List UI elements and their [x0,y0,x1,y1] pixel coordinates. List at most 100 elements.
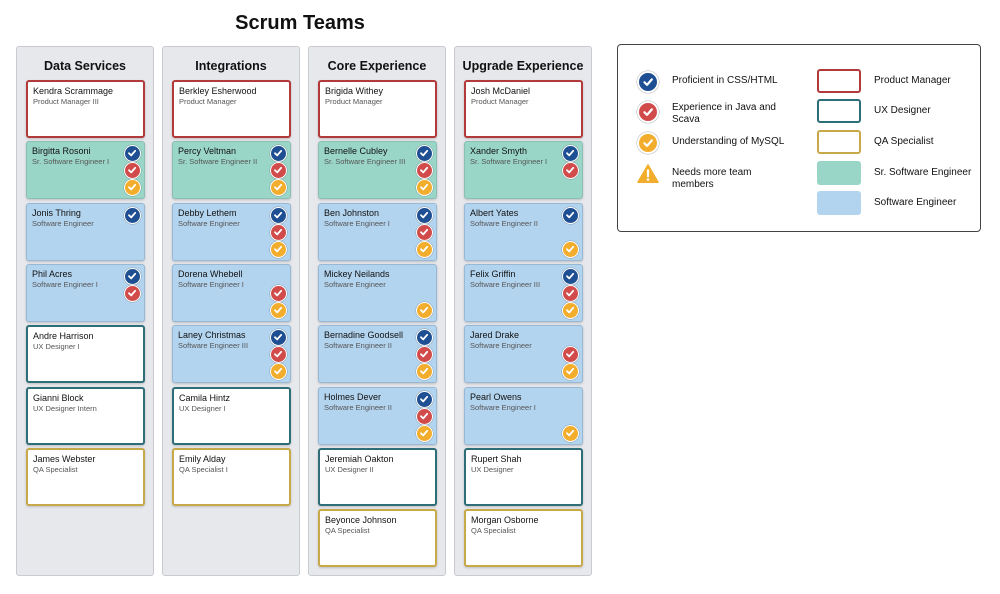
css-check-icon [124,206,141,224]
legend-role-label: UX Designer [874,105,931,116]
skill-badges [270,206,287,259]
mysql-check-icon [270,301,287,319]
skill-badges [416,206,433,259]
team-name: Upgrade Experience [462,59,584,73]
mysql-check-icon [416,301,433,319]
java-check-icon [270,346,287,364]
member-title: QA Specialist [471,526,516,536]
skill-badges [124,206,141,259]
member-name: Camila Hintz [179,392,231,403]
skill-badges [270,268,287,320]
mysql-check-icon [416,179,433,197]
member-name: Berkley Esherwood [179,86,257,96]
java-check-icon [416,162,433,180]
member-name: Jonis Thring [32,207,81,218]
java-check-icon [270,162,287,180]
member-name: Josh McDaniel [471,86,531,96]
member-name: Jared Drake [470,330,520,341]
mysql-check-icon [416,363,433,381]
member-title: Sr. Software Engineer III [324,157,406,167]
warning-icon [637,163,659,185]
member-title: Sr. Software Engineer II [178,157,258,167]
mysql-check-icon [416,424,433,442]
member-title: Sr. Software Engineer I [32,157,110,167]
mysql-check-icon [562,301,579,319]
member-title: Software Engineer III [178,341,249,351]
member-name: Morgan Osborne [471,515,539,526]
member-title: UX Designer Intern [33,403,97,413]
member-title: UX Designer I [179,403,226,413]
member-name: Xander Smyth [470,146,528,157]
java-check-icon [416,407,433,425]
member-title: Software Engineer I [178,279,244,289]
member-title: Software Engineer [470,341,532,351]
css-check-icon [562,145,579,163]
mysql-check-icon [270,363,287,381]
java-check-icon [270,223,287,241]
mysql-check-icon [270,179,287,197]
member-name: Beyonce Johnson [325,515,397,526]
css-check-icon [416,145,433,163]
member-title: UX Designer I [33,342,80,352]
member-name: Andre Harrison [33,331,94,342]
mysql-check-icon [270,240,287,258]
legend-swatch-qa [817,130,861,154]
java-check-icon [124,162,141,180]
skill-badges [416,145,433,197]
css-check-icon [416,390,433,408]
legend-skill-label: Experience in Java and Scava [672,102,776,125]
skill-badges [562,391,579,443]
member-title: Software Engineer [178,218,240,228]
java-check-icon [124,284,141,302]
member-title: Product Manager [471,97,529,106]
member-title: Software Engineer II [470,218,538,228]
skill-badges [416,390,433,443]
css-check-icon [637,71,659,93]
member-title: Software Engineer [32,218,94,228]
member-name: Holmes Dever [324,391,382,402]
java-check-icon [416,346,433,364]
legend-skill-label: Needs more team members [672,167,752,190]
mysql-check-icon [562,363,579,381]
page-title: Scrum Teams [235,12,365,34]
team-name: Core Experience [327,59,427,73]
java-check-icon [270,284,287,302]
member-name: Felix Griffin [470,268,516,279]
member-title: UX Designer II [325,464,374,474]
java-check-icon [637,101,659,123]
member-name: Laney Christmas [178,330,246,341]
member-title: QA Specialist [325,526,370,536]
